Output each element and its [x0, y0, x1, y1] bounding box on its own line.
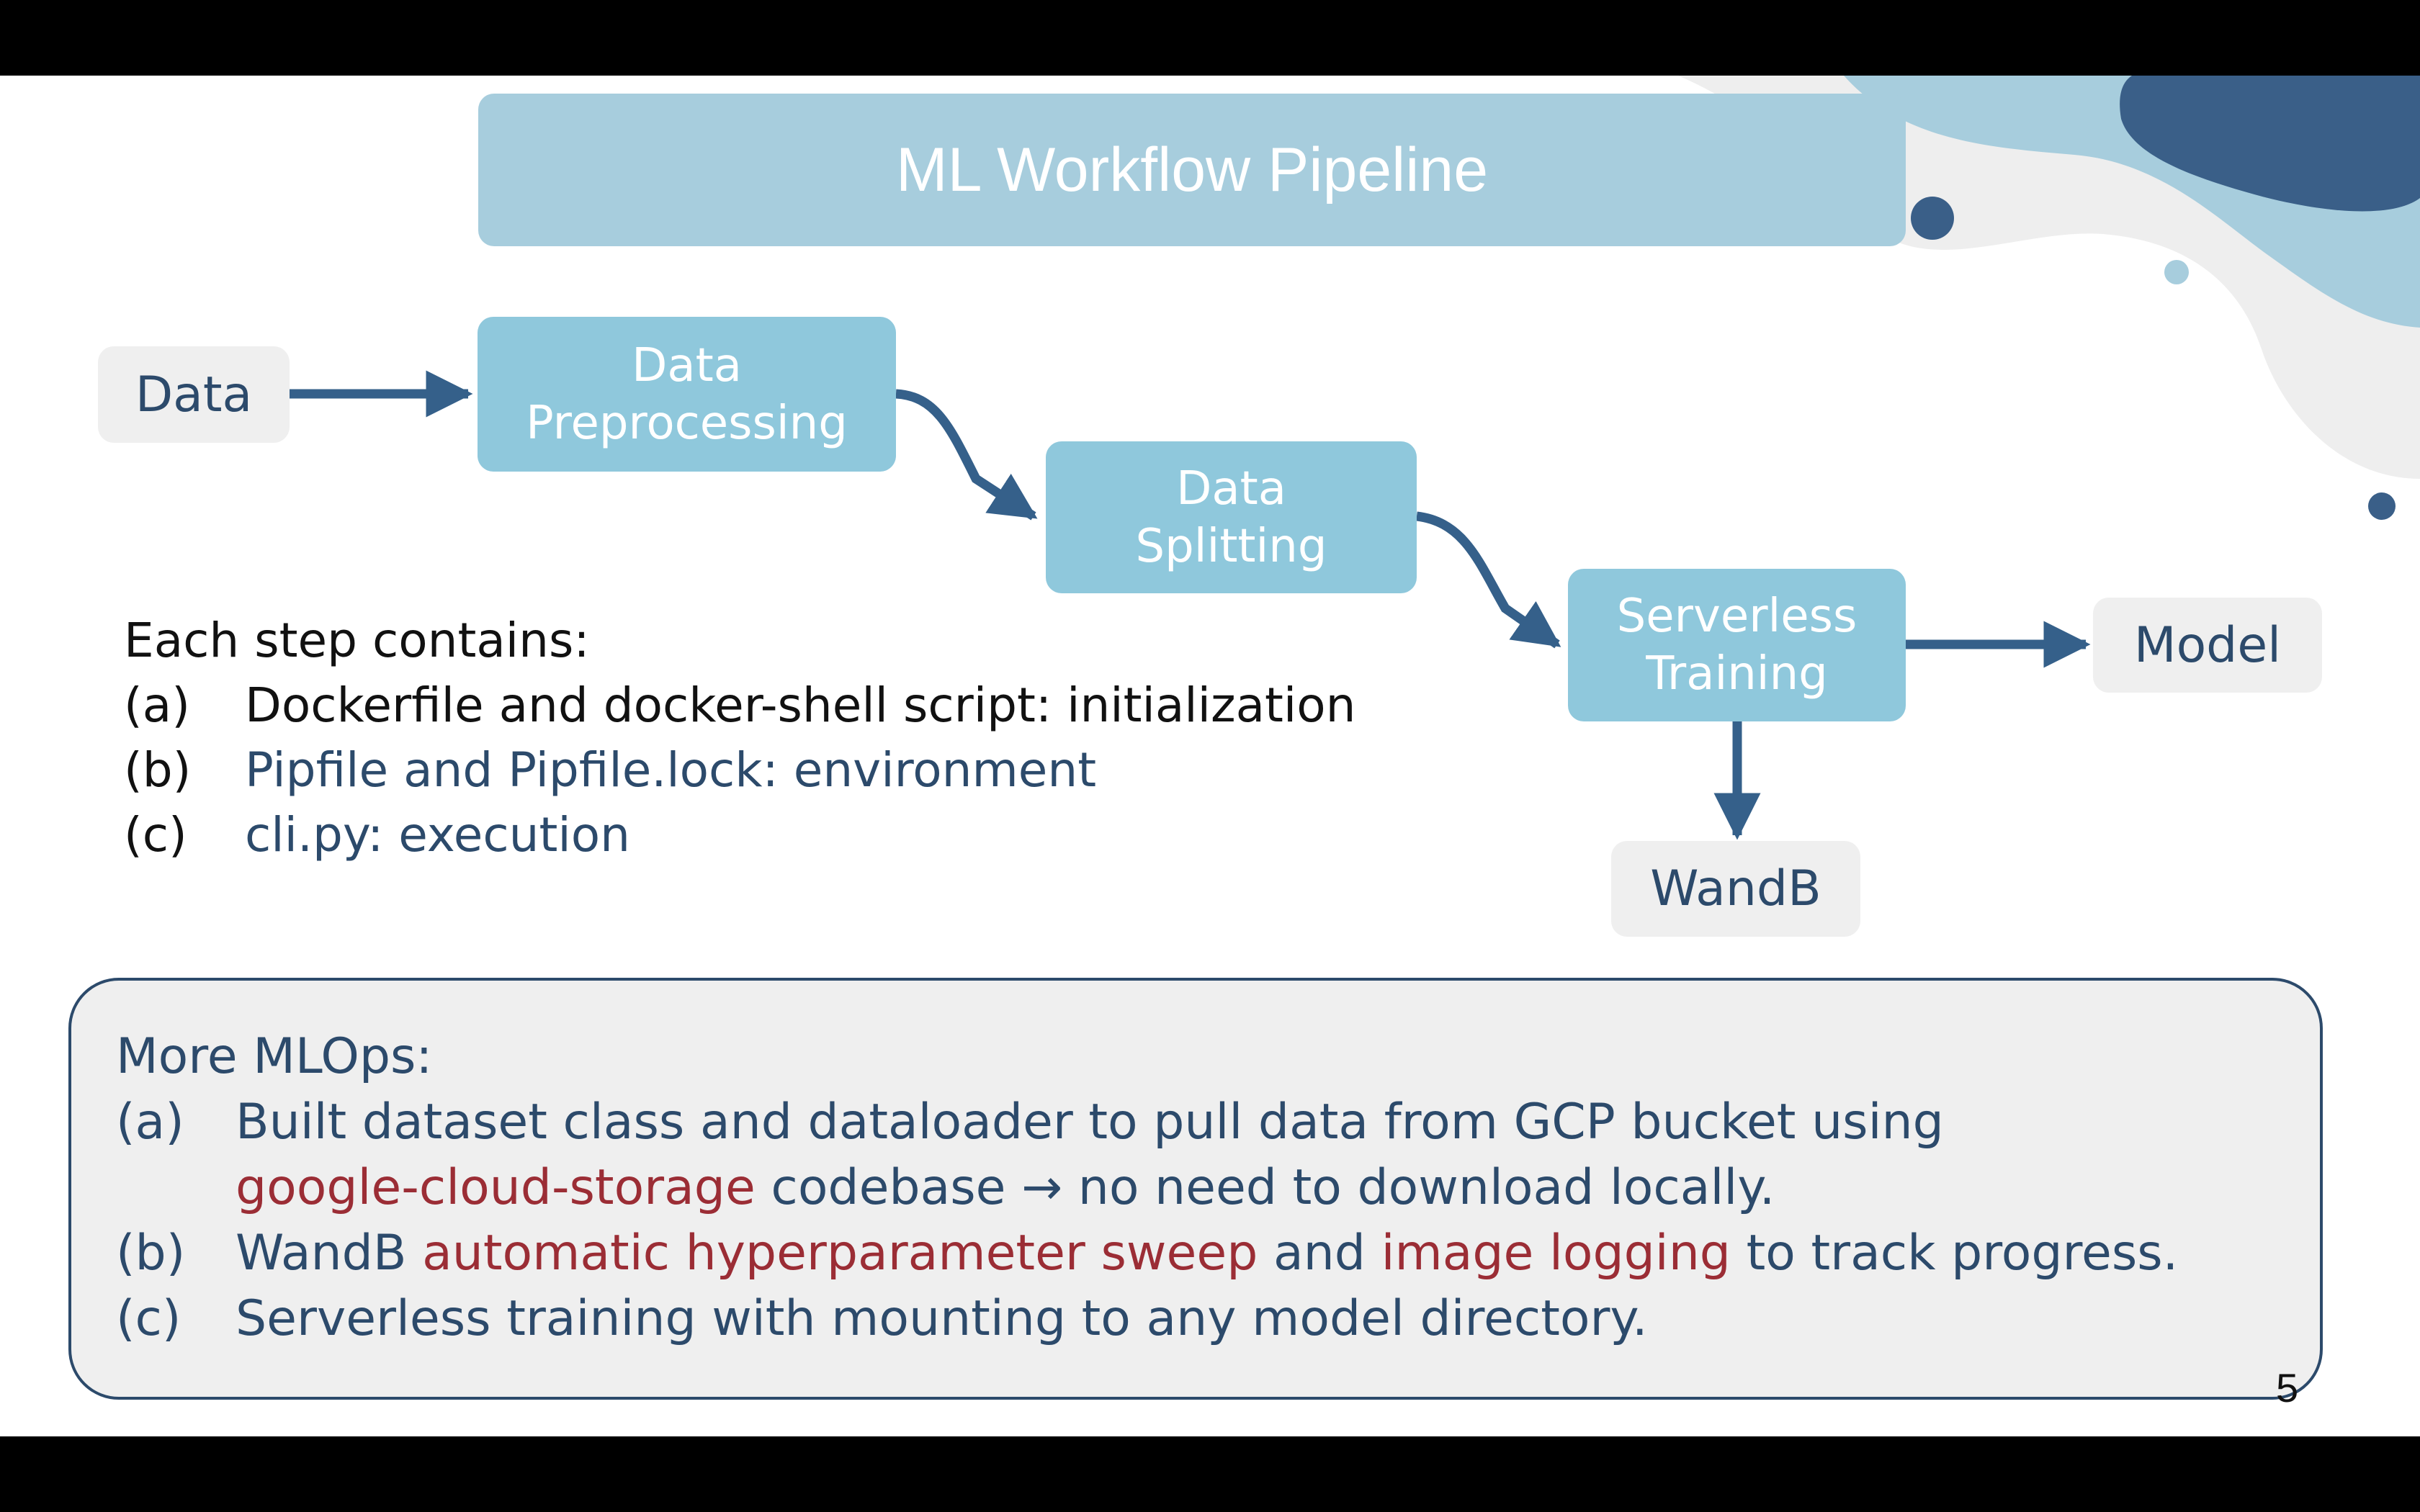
steps-item-a-marker: (a) [124, 678, 190, 733]
page-number: 5 [2276, 1365, 2299, 1410]
mlops-highlight-sweep: automatic hyperparameter sweep [422, 1225, 1258, 1282]
node-data-preprocessing: Data Preprocessing [478, 317, 896, 472]
mlops-item-a: (a) Built dataset class and dataloader t… [116, 1089, 2291, 1155]
mlops-item-c-marker: (c) [116, 1290, 182, 1347]
mlops-item-c: (c) Serverless training with mounting to… [116, 1286, 2291, 1351]
dot-dark-2 [2368, 492, 2396, 520]
node-serverless-training: Serverless Training [1568, 569, 1906, 721]
mlops-item-a-marker: (a) [116, 1094, 184, 1151]
dot-dark-1 [1911, 197, 1954, 240]
arrow-preprocessing-to-splitting [895, 389, 1038, 521]
blob-dark-blue [2120, 76, 2420, 212]
mlops-item-b-p3: and [1258, 1225, 1381, 1282]
mlops-item-a-line-1: Built dataset class and dataloader to pu… [236, 1094, 1944, 1151]
steps-item-a: (a) Dockerfile and docker-shell script: … [124, 673, 1492, 738]
node-preprocessing-line-1: Data [632, 338, 742, 392]
mlops-item-a-line-2-rest: codebase → no need to download locally. [755, 1159, 1775, 1216]
mlops-item-b: (b) WandB automatic hyperparameter sweep… [116, 1220, 2291, 1286]
dot-light [2164, 260, 2189, 284]
page-title: ML Workflow Pipeline [895, 135, 1489, 204]
node-wandb: WandB [1611, 841, 1860, 937]
node-data: Data [98, 346, 290, 443]
node-splitting-line-2: Splitting [1135, 519, 1327, 573]
steps-item-b: (b) Pipfile and Pipfile.lock: environmen… [124, 738, 1492, 803]
mlops-highlight-gcs: google-cloud-storage [236, 1159, 756, 1216]
steps-heading: Each step contains: [124, 613, 590, 668]
steps-item-c-text: cli.py: execution [245, 807, 630, 863]
steps-item-b-marker: (b) [124, 742, 192, 798]
mlops-item-a-continued: google-cloud-storage codebase → no need … [116, 1155, 2291, 1220]
node-training-line-1: Serverless [1616, 590, 1857, 643]
steps-item-c: (c) cli.py: execution [124, 803, 1492, 868]
mlops-item-c-text: Serverless training with mounting to any… [236, 1290, 1648, 1347]
node-data-label: Data [135, 366, 253, 423]
node-data-splitting: Data Splitting [1046, 441, 1417, 593]
steps-item-b-text: Pipfile and Pipfile.lock: environment [245, 742, 1097, 798]
node-splitting-line-1: Data [1176, 462, 1286, 516]
mlops-heading: More MLOps: [116, 1028, 433, 1085]
mlops-highlight-image-logging: image logging [1381, 1225, 1731, 1282]
mlops-item-b-p1: WandB [236, 1225, 423, 1282]
node-wandb-label: WandB [1650, 860, 1821, 917]
mlops-box: More MLOps: (a) Built dataset class and … [68, 978, 2323, 1400]
steps-item-a-text: Dockerfile and docker-shell script: init… [245, 678, 1356, 733]
mlops-item-b-p5: to track progress. [1730, 1225, 2179, 1282]
mlops-item-b-marker: (b) [116, 1225, 186, 1282]
node-preprocessing-line-2: Preprocessing [526, 396, 848, 450]
title-banner: ML Workflow Pipeline [478, 94, 1906, 246]
node-model-label: Model [2133, 616, 2282, 674]
mlops-item-a-line-2: google-cloud-storage codebase → no need … [236, 1155, 1775, 1220]
flow-arrows [290, 370, 2091, 840]
steps-item-c-marker: (c) [124, 807, 187, 863]
node-model: Model [2093, 598, 2322, 693]
node-training-line-2: Training [1646, 647, 1828, 701]
slide: ML Workflow Pipeline Data Data Preproces… [0, 76, 2420, 1436]
mlops-item-b-text: WandB automatic hyperparameter sweep and… [236, 1220, 2178, 1286]
arrow-splitting-to-training [1416, 511, 1561, 649]
steps-list: Each step contains: (a) Dockerfile and d… [124, 608, 1492, 868]
